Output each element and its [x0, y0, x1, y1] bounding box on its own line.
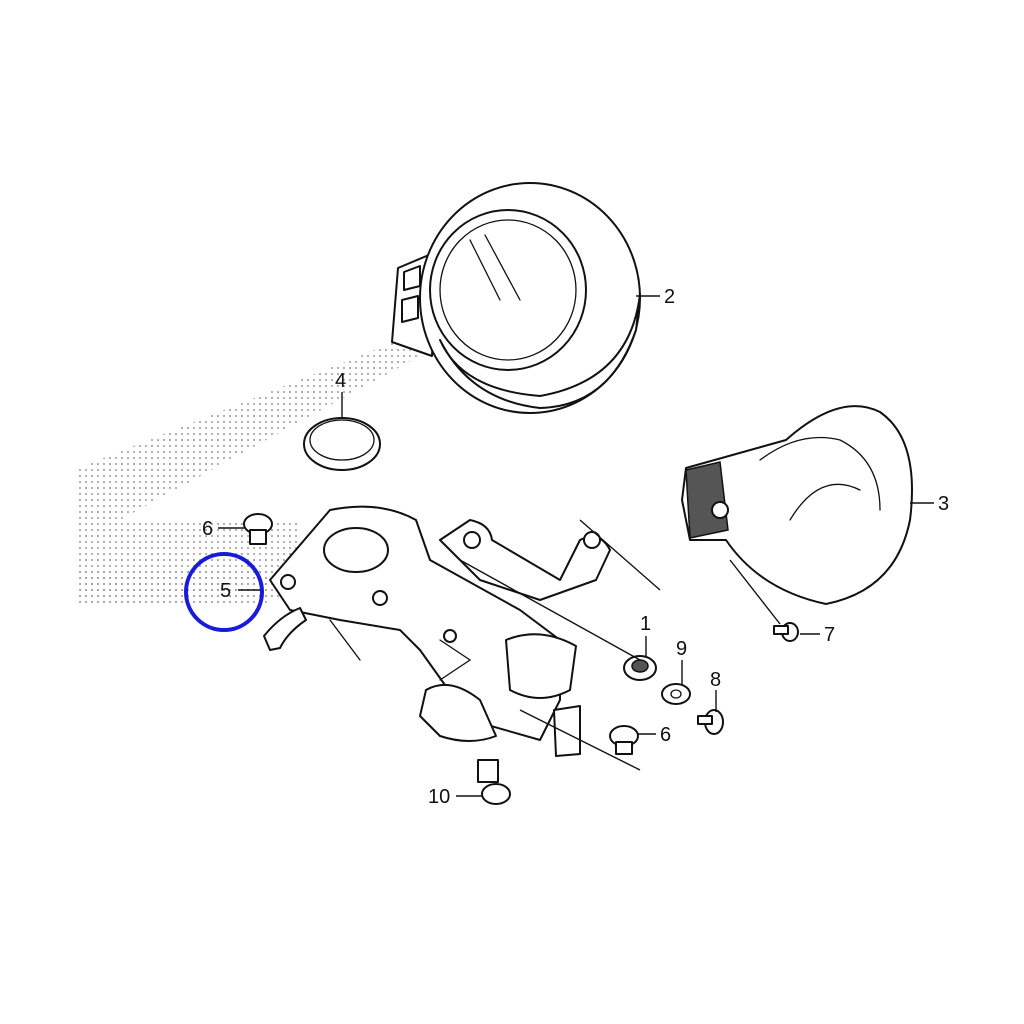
grommet — [303, 417, 381, 471]
background-silhouette — [78, 340, 420, 606]
bolt-10 — [477, 759, 511, 805]
callout-7: 7 — [824, 624, 835, 646]
callout-4: 4 — [335, 370, 346, 392]
meter-assembly — [391, 182, 641, 414]
callout-2: 2 — [664, 286, 675, 308]
callout-6-upper: 6 — [202, 518, 213, 540]
screw-7 — [773, 622, 799, 642]
callouts: 2 3 4 5 6 6 7 8 9 1 10 — [202, 286, 949, 808]
meter-cover — [681, 405, 913, 605]
screw-8 — [697, 709, 724, 735]
callout-6-lower: 6 — [660, 724, 671, 746]
callout-8: 8 — [710, 669, 721, 691]
callout-1: 1 — [640, 613, 651, 635]
highlight-circle — [184, 552, 264, 632]
rubber-cushion-1 — [623, 655, 657, 681]
callout-5: 5 — [220, 580, 231, 602]
callout-10: 10 — [428, 786, 450, 808]
bolt-6-lower — [609, 725, 639, 755]
leader-lines — [218, 295, 934, 797]
bolt-6-upper — [243, 513, 273, 545]
callout-9: 9 — [676, 638, 687, 660]
meter-stay — [263, 505, 611, 757]
callout-3: 3 — [938, 493, 949, 515]
collar-9 — [661, 683, 691, 705]
